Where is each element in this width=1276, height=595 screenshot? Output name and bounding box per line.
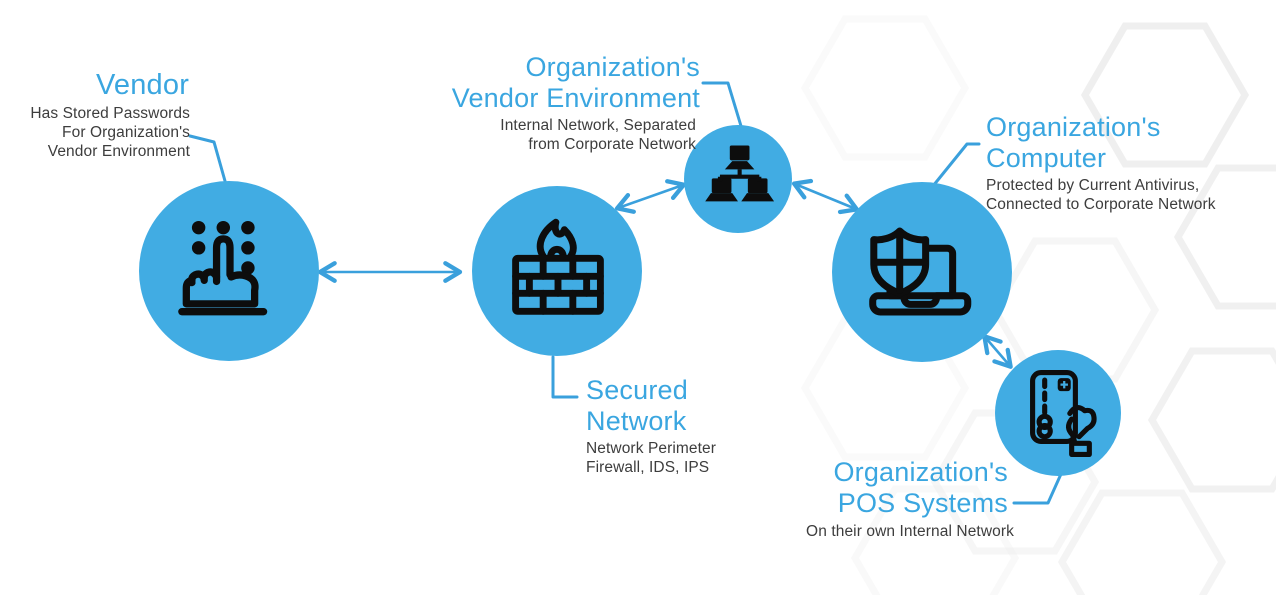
laptop-shield-icon xyxy=(869,227,972,316)
vendor-environment-node-circle xyxy=(684,125,792,233)
secured-network-label-connector xyxy=(551,355,579,399)
computer-label-connector xyxy=(931,142,981,188)
secured-network-description-line: Firewall, IDS, IPS xyxy=(586,459,710,476)
pos-node-circle xyxy=(995,350,1121,476)
pos-title-line: Organization's xyxy=(833,457,1008,487)
vendor-title: Vendor xyxy=(95,69,190,101)
pos-title-line: POS Systems xyxy=(837,488,1008,518)
computer-title-line: Organization's xyxy=(986,112,1161,142)
networked-computers-icon xyxy=(705,145,775,202)
secured-network-title: Secured Network xyxy=(586,375,806,437)
arrow-firewall-vendor-environment xyxy=(614,179,687,214)
vendor-environment-description: Internal Network, Separated from Corpora… xyxy=(400,116,696,154)
vendor-label-connector xyxy=(188,134,227,183)
pos-description: On their own Internal Network xyxy=(775,522,1045,541)
computer-title: Organization's Computer xyxy=(986,112,1266,174)
secured-network-title-line: Secured xyxy=(586,375,688,405)
vendor-environment-title-line: Organization's xyxy=(525,52,700,82)
vendor-description-line: For Organization's xyxy=(62,124,190,141)
vendor-description-line: Has Stored Passwords xyxy=(30,105,190,122)
pos-description-line: On their own Internal Network xyxy=(806,523,1014,540)
hand-entering-pin-icon xyxy=(178,220,268,316)
vendor-environment-description-line: from Corporate Network xyxy=(528,136,696,153)
pos-title: Organization's POS Systems xyxy=(760,457,1008,519)
secured-network-node-circle xyxy=(472,186,642,356)
vendor-environment-title-line: Vendor Environment xyxy=(451,83,700,113)
hexagon-pattern xyxy=(800,15,1276,595)
computer-description-line: Connected to Corporate Network xyxy=(986,196,1216,213)
secured-network-title-line: Network xyxy=(586,406,687,436)
secured-network-description: Network Perimeter Firewall, IDS, IPS xyxy=(586,439,806,477)
computer-title-line: Computer xyxy=(986,143,1107,173)
computer-description-line: Protected by Current Antivirus, xyxy=(986,177,1200,194)
secured-network-description-line: Network Perimeter xyxy=(586,440,717,457)
vendor-description: Has Stored Passwords For Organization's … xyxy=(0,104,190,161)
computer-description: Protected by Current Antivirus, Connecte… xyxy=(986,176,1266,214)
vendor-description-line: Vendor Environment xyxy=(47,143,190,160)
pos-label-connector xyxy=(1012,472,1063,505)
firewall-icon xyxy=(512,218,604,315)
arrow-vendor-environment-computer xyxy=(791,178,860,215)
arrow-computer-pos xyxy=(982,334,1013,369)
vendor-environment-title: Organization's Vendor Environment xyxy=(400,52,700,114)
card-in-hand-icon xyxy=(1030,370,1097,457)
vendor-environment-description-line: Internal Network, Separated xyxy=(500,117,696,134)
vendor-environment-label-connector xyxy=(701,81,743,128)
